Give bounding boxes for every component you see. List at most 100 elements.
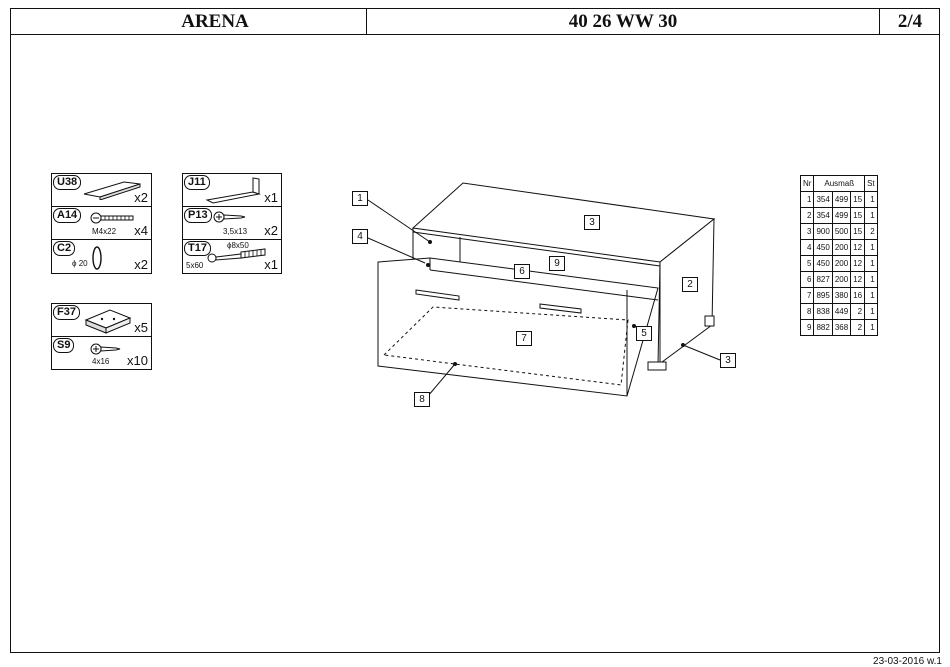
- page-number: 2/4: [897, 11, 923, 32]
- table-cell: 895: [813, 287, 833, 304]
- title-block: ARENA 40 26 WW 30 2/4: [10, 8, 940, 35]
- hardware-size: 5x60: [186, 261, 204, 270]
- hardware-code: J11: [184, 175, 210, 190]
- hardware-group-2: J11 x1 P13 3,5x13 x2 T17 ϕ8x50 5x60 x1: [182, 173, 282, 274]
- table-cell: 2: [850, 303, 866, 320]
- hardware-code: C2: [53, 241, 76, 256]
- hardware-quantity: x2: [264, 223, 278, 238]
- hardware-row: J11 x1: [183, 174, 281, 207]
- table-cell: 450: [813, 255, 833, 272]
- table-cell: 368: [831, 319, 852, 336]
- hardware-size: M4x22: [92, 227, 117, 236]
- product-name: ARENA: [181, 11, 249, 32]
- bolt-icon: [90, 212, 134, 224]
- table-cell: 2: [864, 223, 878, 240]
- top-panel: [411, 182, 716, 263]
- hardware-size: 4x16: [92, 357, 110, 366]
- hardware-size: 3,5x13: [223, 227, 248, 236]
- hardware-size: ϕ8x50: [227, 241, 249, 250]
- table-cell: 7: [799, 287, 815, 304]
- table-cell: 1: [864, 287, 878, 304]
- table-cell: 15: [850, 223, 866, 240]
- table-cell: 354: [813, 191, 833, 208]
- hardware-row: T17 ϕ8x50 5x60 x1: [183, 240, 281, 273]
- table-cell: 9: [799, 319, 815, 336]
- hardware-quantity: x1: [264, 257, 278, 272]
- table-cell: 1: [864, 303, 878, 320]
- table-cell: 354: [813, 207, 833, 224]
- part-callout: 5: [636, 326, 652, 341]
- hardware-row: S9 4x16 x10: [52, 337, 151, 369]
- part-callout: 9: [549, 256, 565, 271]
- table-cell: 200: [831, 239, 852, 256]
- table-cell: 200: [831, 255, 852, 272]
- column-header-nr: Nr: [799, 175, 815, 192]
- product-code: 40 26 WW 30: [568, 11, 678, 32]
- glide-pad-icon: [84, 309, 132, 334]
- hardware-row: P13 3,5x13 x2: [183, 207, 281, 240]
- table-header-row: Nr Ausmaß St: [799, 175, 878, 192]
- screw-icon: [213, 211, 246, 223]
- screw-dowel-icon: [207, 248, 266, 263]
- hardware-code: S9: [53, 338, 75, 353]
- column-header-quantity: St: [864, 175, 878, 192]
- table-cell: 12: [850, 271, 866, 288]
- table-cell: 827: [813, 271, 833, 288]
- table-cell: 2: [850, 319, 866, 336]
- table-cell: 1: [864, 255, 878, 272]
- drawer-front: [377, 257, 659, 397]
- table-cell: 3: [799, 223, 815, 240]
- part-callout: 4: [352, 229, 368, 244]
- ring-icon: [92, 246, 102, 270]
- part-callout: 8: [414, 392, 430, 407]
- angle-bracket-icon: [205, 177, 261, 204]
- header-divider: [879, 9, 880, 34]
- hardware-quantity: x2: [134, 257, 148, 272]
- part-callout: 1: [352, 191, 368, 206]
- screw-icon: [90, 343, 121, 355]
- part-callout: 7: [516, 331, 532, 346]
- table-cell: 200: [831, 271, 852, 288]
- table-cell: 900: [813, 223, 833, 240]
- table-cell: 5: [799, 255, 815, 272]
- table-cell: 15: [850, 191, 866, 208]
- table-cell: 1: [864, 239, 878, 256]
- table-cell: 499: [831, 191, 852, 208]
- table-cell: 16: [850, 287, 866, 304]
- hardware-code: F37: [53, 305, 80, 320]
- part-callout: 2: [682, 277, 698, 292]
- hardware-row: A14 M4x22 x4: [52, 207, 151, 240]
- table-cell: 12: [850, 255, 866, 272]
- table-cell: 450: [813, 239, 833, 256]
- hardware-row: U38 x2: [52, 174, 151, 207]
- board-strip-icon: [83, 181, 141, 200]
- revision-date: 23-03-2016 w.1: [873, 656, 942, 667]
- table-cell: 8: [799, 303, 815, 320]
- hardware-code: T17: [184, 241, 211, 256]
- hardware-quantity: x4: [134, 223, 148, 238]
- table-cell: 380: [831, 287, 852, 304]
- table-cell: 15: [850, 207, 866, 224]
- column-header-dimensions: Ausmaß: [813, 175, 866, 192]
- table-cell: 1: [864, 319, 878, 336]
- part-callout: 3: [720, 353, 736, 368]
- table-cell: 449: [831, 303, 852, 320]
- hardware-quantity: x1: [264, 190, 278, 205]
- hardware-code: U38: [53, 175, 82, 190]
- table-cell: 2: [799, 207, 815, 224]
- part-callout: 3: [584, 215, 600, 230]
- table-cell: 6: [799, 271, 815, 288]
- hardware-group-1: U38 x2 A14 M4x22 x4 C2 ϕ 20 x2: [51, 173, 152, 274]
- hardware-quantity: x10: [127, 353, 148, 368]
- hardware-group-3: F37 x5 S9 4x16 x10: [51, 303, 152, 370]
- table-cell: 1: [864, 207, 878, 224]
- hardware-code: P13: [184, 208, 212, 223]
